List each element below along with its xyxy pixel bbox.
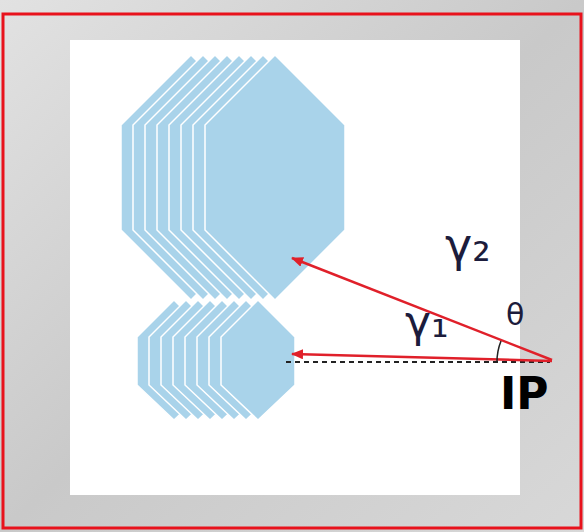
angle-label: θ — [506, 300, 524, 330]
interaction-point-label: IP — [500, 372, 549, 416]
large-crystal-stack — [121, 55, 345, 300]
photon-label: γ₂ — [445, 222, 491, 268]
white-panel — [70, 40, 520, 495]
photon-arrow — [292, 354, 552, 361]
angle-arc — [497, 341, 501, 362]
beam-axis — [286, 361, 550, 363]
small-crystal-stack — [137, 300, 295, 420]
photon-label: γ₁ — [405, 300, 449, 344]
photon-arrow — [292, 258, 552, 360]
red-frame — [3, 14, 581, 528]
